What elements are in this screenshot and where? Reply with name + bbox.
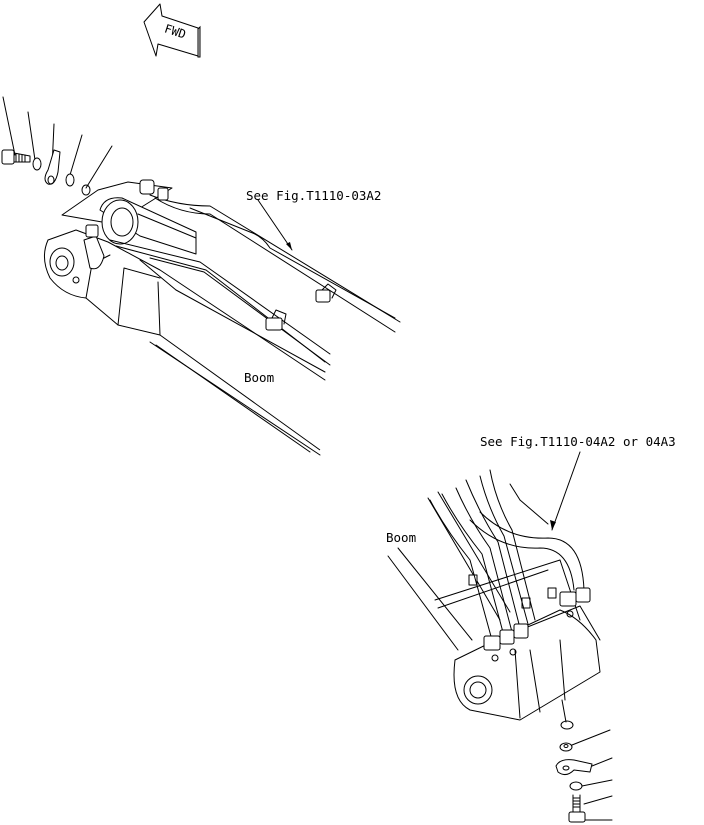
lower-boom-view: See Fig.T1110-04A2 or 04A3 Boom bbox=[386, 434, 676, 823]
lower-hardware-leaders bbox=[561, 699, 613, 821]
lower-hoses bbox=[429, 469, 585, 641]
upper-oring-icon bbox=[81, 184, 91, 196]
fwd-arrow-icon: FWD bbox=[143, 3, 201, 58]
upper-boom-view: See Fig.T1110-03A2 Boom bbox=[1, 96, 401, 456]
lower-boom-body bbox=[387, 491, 601, 721]
lower-hardware bbox=[555, 720, 593, 823]
upper-hardware-leaders bbox=[2, 96, 113, 189]
lower-oring-icon bbox=[560, 720, 574, 730]
lower-clamp-icon bbox=[555, 759, 593, 776]
lower-hose-clamp-icon bbox=[483, 587, 591, 662]
upper-clamp-icon bbox=[44, 149, 61, 185]
upper-pivot-boss bbox=[99, 197, 197, 255]
upper-hose-clamp-icon bbox=[85, 179, 337, 331]
upper-boom-body bbox=[44, 229, 326, 456]
lower-washer-icon bbox=[569, 781, 583, 791]
lower-bolt-icon bbox=[568, 794, 586, 823]
lower-boom-label: Boom bbox=[386, 530, 416, 545]
upper-washer-icon bbox=[32, 157, 42, 171]
upper-hoses bbox=[109, 194, 401, 373]
fwd-label: FWD bbox=[163, 22, 188, 42]
lower-reference-label: See Fig.T1110-04A2 or 04A3 bbox=[480, 434, 676, 449]
upper-bolt-icon bbox=[1, 149, 31, 165]
upper-spacer-icon bbox=[65, 173, 75, 187]
upper-boom-label: Boom bbox=[244, 370, 274, 385]
upper-reference-label: See Fig.T1110-03A2 bbox=[246, 188, 381, 203]
